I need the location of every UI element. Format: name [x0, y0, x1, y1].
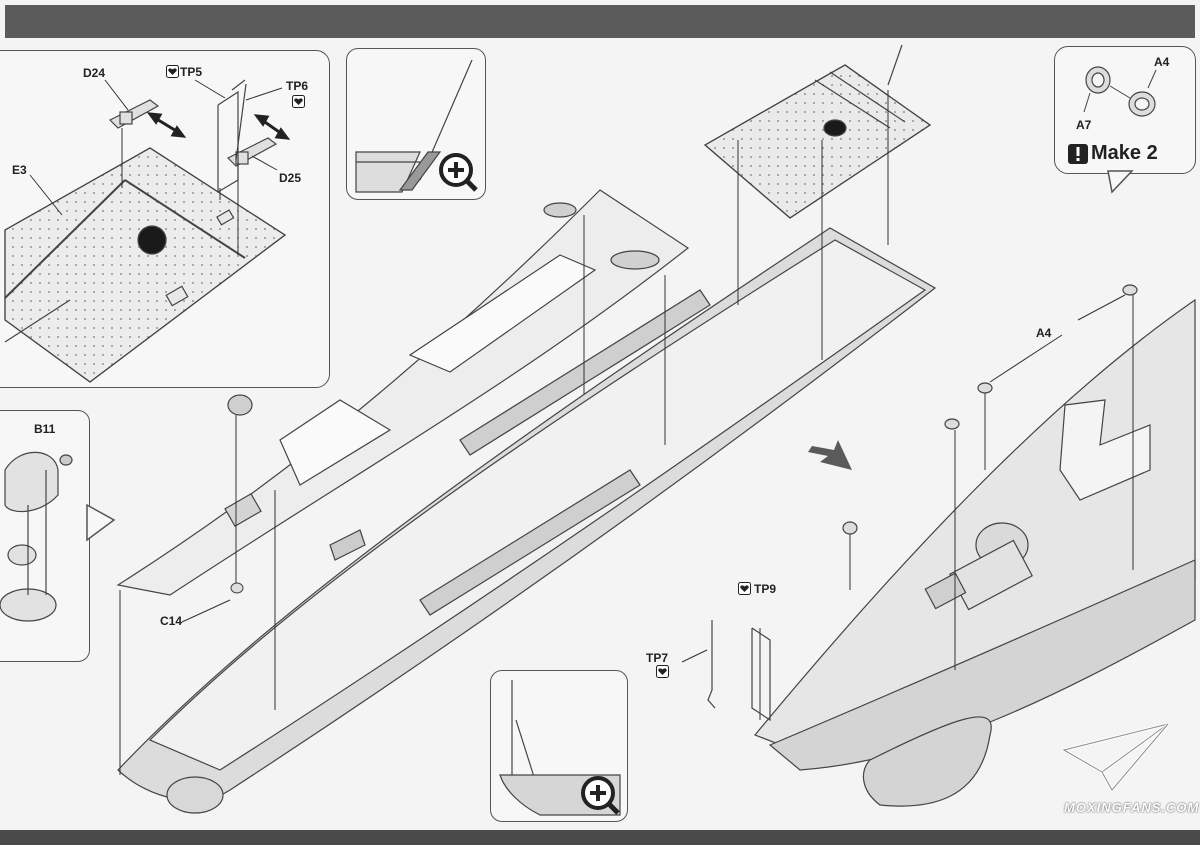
hull-right	[754, 298, 1196, 807]
paper-plane-logo-icon	[1062, 722, 1170, 793]
heart-photo-etch-icon	[292, 95, 305, 108]
deck-part-e3	[4, 147, 287, 383]
footer-bar	[0, 830, 1200, 845]
heart-photo-etch-icon	[738, 582, 751, 595]
zoom-in-icon	[439, 153, 478, 192]
arrow-down-right-icon	[808, 440, 852, 470]
header-bar	[5, 5, 1195, 38]
hull-main	[116, 189, 937, 814]
label-b11: B11	[34, 422, 56, 436]
rail-parts	[108, 99, 278, 167]
label-tp7: TP7	[646, 651, 669, 665]
make-quantity-note: Make 2	[1091, 142, 1158, 164]
upper-deck-part	[703, 44, 932, 219]
label-c14: C14	[160, 614, 183, 628]
label-e3: E3	[12, 163, 27, 177]
label-tp9: TP9	[754, 582, 777, 596]
label-tp5: TP5	[180, 65, 203, 79]
heart-photo-etch-icon	[166, 65, 179, 78]
watermark-text: MOXINGFANS.COM	[1064, 800, 1200, 815]
label-d25: D25	[279, 171, 302, 185]
label-a4-top: A4	[1154, 55, 1170, 69]
turret-detail-panel	[0, 410, 90, 662]
label-a7: A7	[1076, 118, 1092, 132]
heart-photo-etch-icon	[656, 665, 669, 678]
label-a4-right: A4	[1036, 326, 1052, 340]
exclamation-icon	[1068, 144, 1088, 164]
label-d24: D24	[83, 66, 106, 80]
zoom-in-icon	[581, 776, 620, 815]
label-tp6: TP6	[286, 79, 309, 93]
